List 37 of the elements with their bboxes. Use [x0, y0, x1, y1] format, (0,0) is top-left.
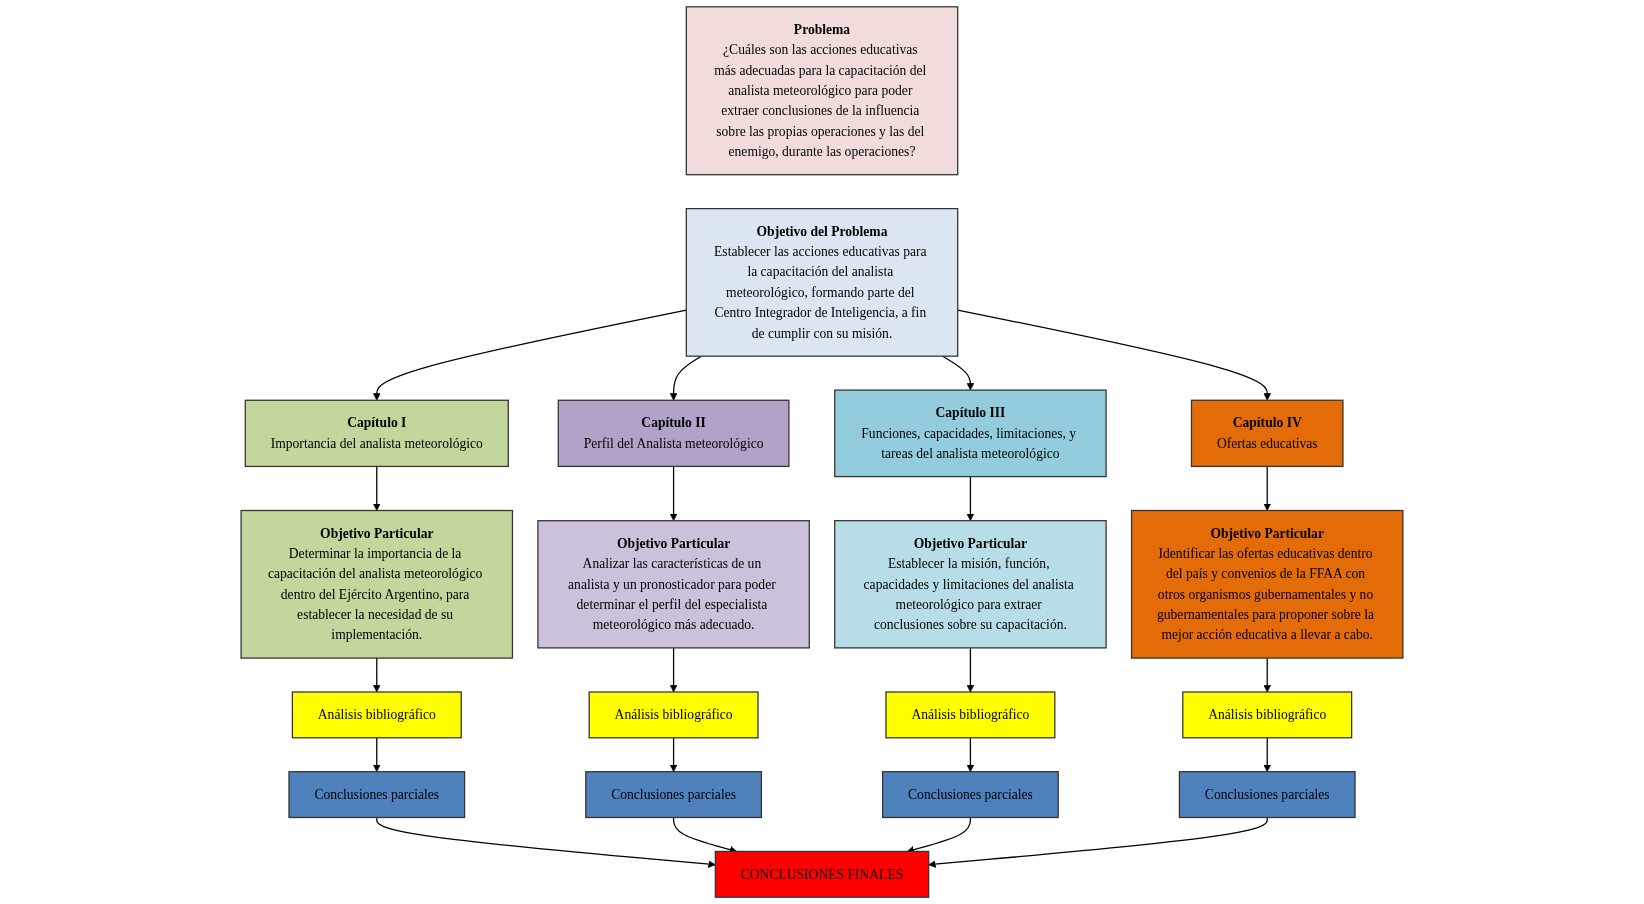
node-box: Análisis bibliográfico	[291, 691, 462, 739]
arrow	[373, 657, 381, 693]
node-box: Objetivo del Problema Establecer las acciones educativas para la capacitación del analista meteorológico, formando parte del Centro Integrador de Inteligencia, a fin de cumplir con su misión.	[685, 208, 959, 357]
node-box: Objetivo Particular Analizar las características de un analista y un pronosticador para poder determinar el perfil del especialista meteorológico más adecuado.	[537, 520, 810, 649]
node-box: Objetivo Particular Establecer la misión, función, capacidades y limitaciones del analista meteorológico para extraer conclusiones sobre su capacitación.	[834, 520, 1107, 649]
node-box: Análisis bibliográfico	[588, 691, 759, 739]
arrow	[373, 737, 381, 773]
arrow	[966, 475, 975, 522]
arrow	[1263, 657, 1271, 693]
arrow	[376, 816, 716, 868]
node-box: Capítulo IV Ofertas educativas	[1190, 399, 1344, 468]
node-box: Conclusiones parciales	[288, 771, 466, 819]
arrow	[928, 816, 1268, 868]
node-box: Objetivo Particular Identificar las ofertas educativas dentro del país y convenios de la FFAA con otros organismos gubernamentales y no gubernamentales para proponer sobre la mejor acción educativa a llevar a cabo.	[1130, 509, 1404, 659]
arrow	[942, 355, 975, 391]
node-box: Capítulo III Funciones, capacidades, limitaciones, y tareas del analista meteorológico	[834, 389, 1107, 478]
arrow	[669, 465, 678, 522]
arrow	[966, 647, 975, 693]
arrow	[1263, 465, 1271, 511]
node-box: Conclusiones parciales	[881, 771, 1059, 819]
arrow	[373, 309, 687, 401]
node-box: Análisis bibliográfico	[885, 691, 1056, 739]
node-box: CONCLUSIONES FINALES	[714, 850, 930, 898]
arrow	[966, 737, 975, 773]
node-box: Análisis bibliográfico	[1182, 691, 1353, 739]
node-box: Problema ¿Cuáles son las acciones educativas más adecuadas para la capacitación del analista meteorológico para poder extraer conclusiones de la influencia sobre las propias operaciones y las del enemigo, durante las operaciones?	[685, 6, 959, 176]
node-box: Conclusiones parciales	[585, 771, 763, 819]
node-box: Capítulo II Perfil del Analista meteorológico	[557, 399, 790, 468]
node-box: Objetivo Particular Determinar la importancia de la capacitación del analista meteorológico dentro del Ejército Argentino, para establecer la necesidad de su implementación.	[240, 509, 514, 659]
node-box: Capítulo I Importancia del analista meteorológico	[244, 399, 509, 468]
arrow	[373, 465, 381, 511]
arrow	[957, 309, 1271, 401]
arrow	[669, 647, 678, 693]
arrow	[669, 737, 678, 773]
node-box: Conclusiones parciales	[1178, 771, 1356, 819]
arrow	[669, 355, 702, 401]
arrow	[1263, 737, 1271, 773]
